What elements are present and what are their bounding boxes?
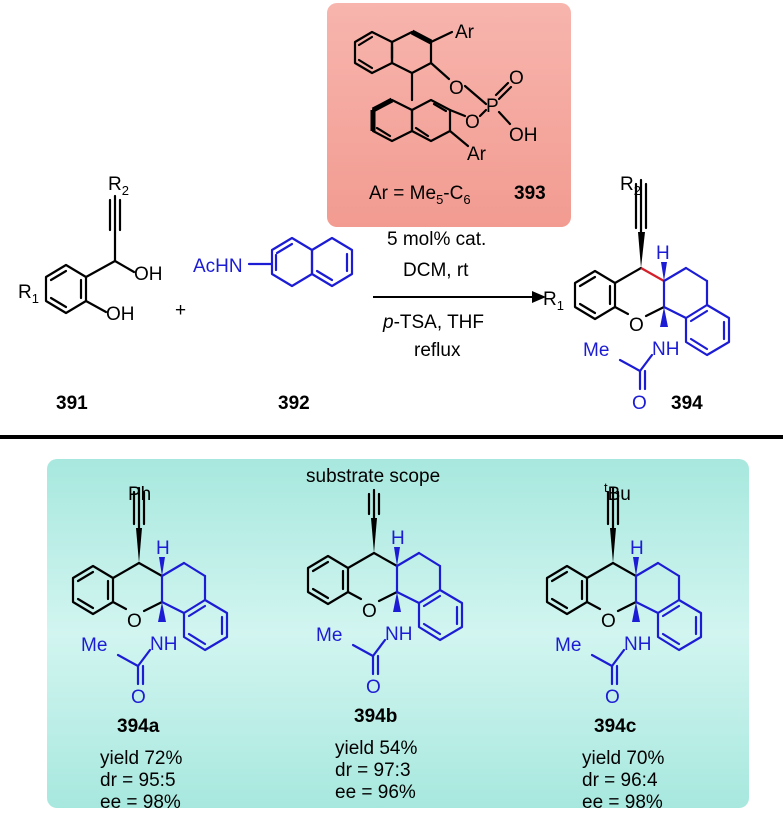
dr-394b: dr = 97:3 — [335, 760, 411, 781]
aryl-definition: Ar = Me5-C6 — [369, 183, 471, 207]
oxygen-label-394b: O — [362, 601, 377, 622]
nh-label-394a: NH — [150, 634, 177, 655]
scope-item-394c — [545, 486, 703, 686]
dr-394a: dr = 95:5 — [100, 770, 176, 791]
yield-394a: yield 72% — [100, 748, 182, 769]
product-r1-label: R1 — [543, 289, 564, 313]
oxygen-label-2: O — [465, 112, 480, 133]
product-r2-label: R2 — [620, 174, 641, 198]
aryl-label-top: Ar — [455, 22, 475, 43]
scope-box — [47, 459, 749, 808]
methyl-label-394b: Me — [316, 625, 342, 646]
acetamido-label: AcHN — [193, 256, 243, 277]
oxygen-label-394a: O — [127, 611, 142, 632]
product-carbonyl-oxygen: O — [632, 393, 647, 414]
methyl-label-394a: Me — [81, 635, 107, 656]
r2-label: R2 — [108, 174, 129, 198]
aryl-label-bottom: Ar — [467, 144, 487, 165]
oxygen-double-label: O — [509, 68, 524, 89]
hydrogen-label-394a: H — [156, 538, 170, 559]
ee-394c: ee = 98% — [582, 792, 663, 813]
reactant1-number: 391 — [56, 393, 88, 414]
nh-label-394c: NH — [624, 634, 651, 655]
oxygen-label-1: O — [449, 78, 464, 99]
ee-394b: ee = 96% — [335, 782, 416, 803]
oxygen-label-394c: O — [601, 611, 616, 632]
compound-label-394a: 394a — [117, 716, 160, 737]
conditions-acid: p-TSA, THF — [382, 312, 484, 333]
product-methyl-label: Me — [583, 340, 609, 361]
carbonyl-oxygen-394b: O — [366, 677, 381, 698]
substituent-394a: Ph — [128, 484, 151, 505]
product-nh-label: NH — [652, 339, 679, 360]
yield-394b: yield 54% — [335, 738, 417, 759]
scope-item-394a — [71, 486, 229, 686]
product-number: 394 — [671, 393, 703, 414]
scope-item-394b — [306, 488, 464, 676]
hydroxyl-label: OH — [509, 125, 538, 146]
product-394: R2 R1 H O NH Me O 394 — [543, 174, 731, 414]
plus-sign: + — [175, 300, 186, 321]
methyl-label-394c: Me — [555, 635, 581, 656]
catalyst-393: Ar O P O O OH Ar Ar = Me5-C6 393 — [327, 3, 571, 227]
hydrogen-label-394c: H — [630, 538, 644, 559]
reactant-391: R2 OH OH R1 391 — [18, 174, 163, 414]
conditions-catalyst: 5 mol% cat. — [387, 229, 486, 250]
reactant-392: AcHN 392 — [193, 236, 354, 414]
product-hydrogen-label: H — [656, 243, 670, 264]
arrow-head — [532, 291, 546, 303]
substituent-394c: tBu — [604, 480, 631, 505]
dr-394c: dr = 96:4 — [582, 770, 658, 791]
catalyst-number: 393 — [514, 183, 546, 204]
scope-title: substrate scope — [306, 466, 440, 487]
conditions-solvent: DCM, rt — [403, 260, 469, 281]
phosphorus-label: P — [486, 96, 499, 117]
reaction-conditions: 5 mol% cat. DCM, rt p-TSA, THF reflux — [373, 229, 546, 361]
hydroxyl-label-1: OH — [134, 264, 163, 285]
reactant2-number: 392 — [278, 393, 310, 414]
hydroxyl-label-2: OH — [106, 304, 135, 325]
ee-394a: ee = 98% — [100, 792, 181, 813]
carbonyl-oxygen-394c: O — [605, 687, 620, 708]
nh-label-394b: NH — [385, 624, 412, 645]
substrate-scope: substrate scope — [47, 459, 749, 813]
yield-394c: yield 70% — [582, 748, 664, 769]
conditions-temperature: reflux — [414, 340, 461, 361]
carbonyl-oxygen-394a: O — [131, 687, 146, 708]
r1-label: R1 — [18, 282, 39, 306]
product-ether-oxygen: O — [629, 315, 644, 336]
hydrogen-label-394b: H — [391, 528, 405, 549]
compound-label-394c: 394c — [594, 716, 637, 737]
compound-label-394b: 394b — [354, 706, 397, 727]
